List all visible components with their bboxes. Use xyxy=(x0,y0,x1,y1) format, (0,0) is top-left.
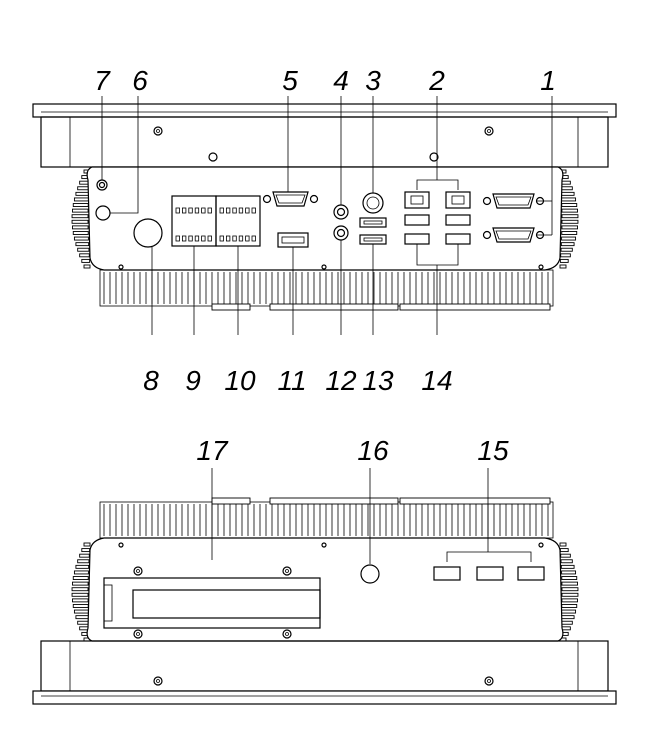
right-heatsink-fins xyxy=(559,542,579,642)
top-bezel-body xyxy=(40,116,609,168)
label-1: 1 xyxy=(540,65,556,96)
label-13: 13 xyxy=(362,365,394,396)
label-12: 12 xyxy=(325,365,357,396)
label-7: 7 xyxy=(94,65,111,96)
label-3: 3 xyxy=(365,65,381,96)
serial-ports-right xyxy=(482,193,545,243)
label-8: 8 xyxy=(143,365,159,396)
screw-icon xyxy=(153,126,163,136)
label-14: 14 xyxy=(421,365,452,396)
leader-lines-bottom xyxy=(211,468,532,564)
label-15: 15 xyxy=(477,435,509,466)
label-16: 16 xyxy=(357,435,389,466)
left-heatsink-fins xyxy=(71,169,91,269)
drive-bay xyxy=(103,566,321,639)
label-6: 6 xyxy=(132,65,148,96)
label-4: 4 xyxy=(333,65,349,96)
top-view: 1 2 3 4 5 6 7 8 9 10 11 12 13 14 xyxy=(32,65,617,396)
label-11: 11 xyxy=(277,365,306,396)
bottom-heatsink xyxy=(99,269,554,311)
bottom-view: 17 16 15 xyxy=(32,435,617,705)
bottom-bezel-lip xyxy=(32,690,617,705)
io-panel xyxy=(86,166,564,271)
bottom-bezel-body xyxy=(40,640,609,692)
label-2: 2 xyxy=(428,65,445,96)
top-bezel-lip xyxy=(32,103,617,118)
right-heatsink-fins xyxy=(559,169,579,269)
label-9: 9 xyxy=(185,365,201,396)
bottom-usb-ports xyxy=(433,566,545,581)
bottom-port-icon xyxy=(360,564,380,584)
serial-port-db9 xyxy=(262,191,319,207)
label-5: 5 xyxy=(282,65,298,96)
top-heatsink xyxy=(99,497,554,539)
label-17: 17 xyxy=(196,435,229,466)
power-button-icon xyxy=(133,218,163,248)
screw-icon xyxy=(484,126,494,136)
label-10: 10 xyxy=(224,365,256,396)
leader-lines-top xyxy=(101,96,553,335)
left-heatsink-fins xyxy=(71,542,91,642)
